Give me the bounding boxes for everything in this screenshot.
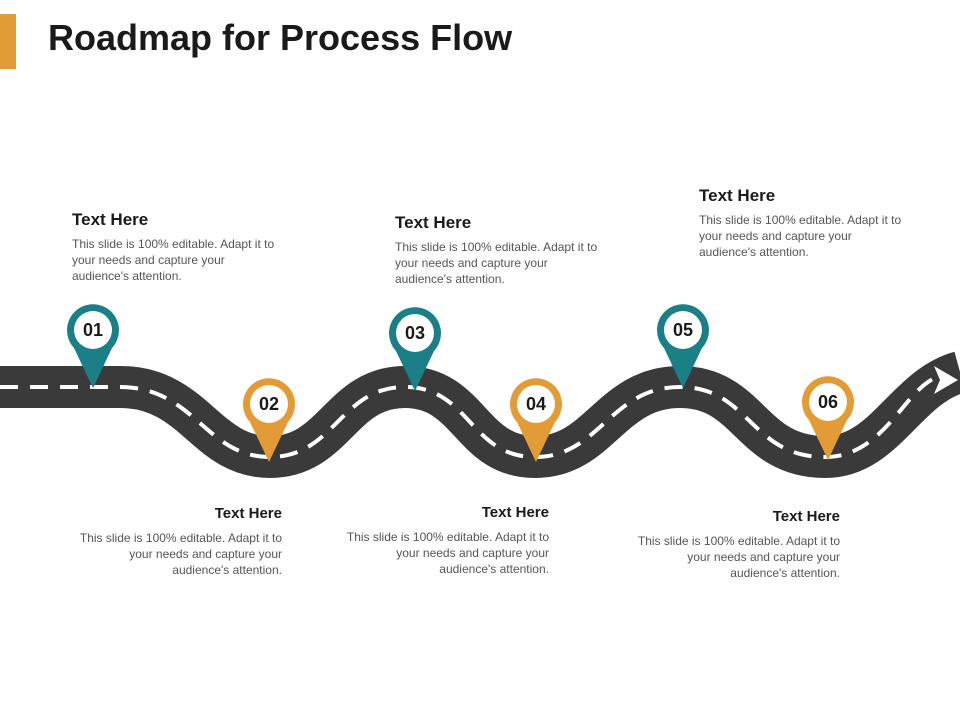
pin-inner-circle	[664, 311, 702, 349]
milestone-05-heading: Text Here	[699, 186, 776, 205]
milestone-number: 06	[818, 392, 838, 412]
milestone-06-note: Text Here This slide is 100% editable. A…	[630, 507, 840, 581]
milestone-number: 02	[259, 394, 279, 414]
milestone-06-body: This slide is 100% editable. Adapt it to…	[637, 534, 840, 580]
milestone-pin-06: 06	[802, 376, 854, 460]
milestone-pin-02: 02	[243, 378, 295, 462]
milestone-05-body: This slide is 100% editable. Adapt it to…	[699, 213, 902, 259]
pin-inner-circle	[250, 385, 288, 423]
arrow-right-icon	[934, 366, 958, 394]
milestone-pin-03: 03	[389, 307, 442, 391]
milestone-pins: 01 02 03 04 05 06	[67, 304, 854, 462]
milestone-pin-04: 04	[510, 378, 563, 462]
pin-inner-circle	[74, 311, 112, 349]
milestone-01-body: This slide is 100% editable. Adapt it to…	[72, 237, 275, 283]
milestone-01-note: Text Here This slide is 100% editable. A…	[72, 210, 282, 284]
milestone-02-body: This slide is 100% editable. Adapt it to…	[79, 531, 282, 577]
milestone-04-note: Text Here This slide is 100% editable. A…	[339, 503, 549, 577]
milestone-05-note: Text Here This slide is 100% editable. A…	[699, 186, 909, 260]
milestone-number: 03	[405, 323, 425, 343]
milestone-03-body: This slide is 100% editable. Adapt it to…	[395, 240, 598, 286]
milestone-pin-05: 05	[657, 304, 709, 388]
milestone-04-heading: Text Here	[481, 504, 549, 521]
milestone-number: 01	[83, 320, 103, 340]
page-title: Roadmap for Process Flow	[48, 17, 513, 58]
milestone-02-heading: Text Here	[214, 505, 282, 522]
milestone-number: 05	[673, 320, 693, 340]
milestone-01-heading: Text Here	[72, 210, 149, 229]
pin-inner-circle	[809, 383, 847, 421]
milestone-04-body: This slide is 100% editable. Adapt it to…	[346, 530, 549, 576]
pin-inner-circle	[517, 385, 555, 423]
milestone-03-heading: Text Here	[395, 213, 472, 232]
pin-inner-circle	[396, 314, 434, 352]
milestone-pin-01: 01	[67, 304, 120, 388]
title-accent-bar	[0, 14, 16, 69]
milestone-02-note: Text Here This slide is 100% editable. A…	[72, 504, 282, 578]
milestone-06-heading: Text Here	[772, 508, 840, 525]
milestone-number: 04	[526, 394, 546, 414]
milestone-03-note: Text Here This slide is 100% editable. A…	[395, 213, 605, 287]
